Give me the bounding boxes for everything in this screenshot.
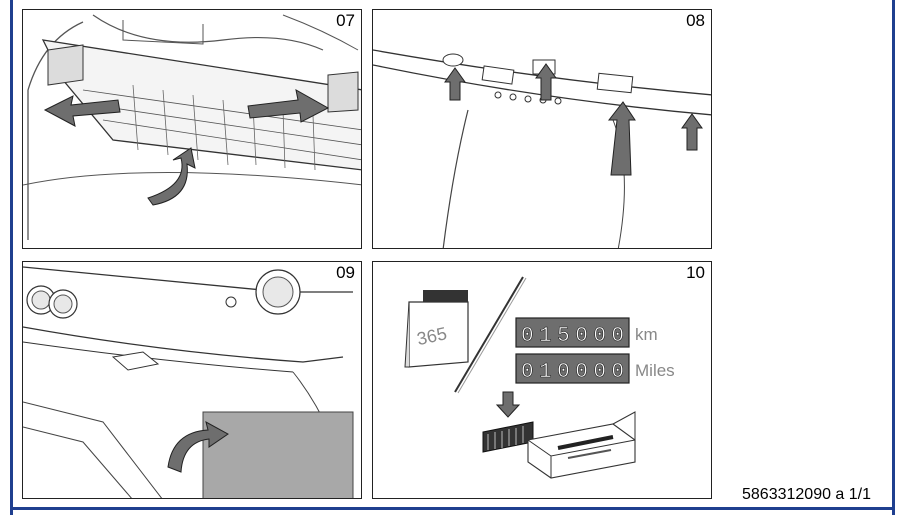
filter-element [482,421,534,453]
arrow-up-icon [681,113,703,151]
unit-miles-label: Miles [635,361,675,380]
odometer-km-display [515,317,630,348]
frame-left-border [10,0,13,515]
filter-slot [202,411,354,498]
arrow-up-icon [535,63,557,101]
arrow-up-large-icon [607,101,636,176]
curved-arrow-icon [147,147,196,206]
frame-right-border [892,0,895,515]
step-number: 09 [334,263,357,282]
frame-bottom-border [10,507,895,510]
panel-step-07: 07 [22,9,362,249]
document-number: 5863312090 a 1/1 [742,486,872,503]
arrow-down-icon [495,391,521,418]
panel-step-09: 09 [22,261,362,499]
curved-arrow-icon [167,421,229,473]
unit-km-label: km [635,325,658,344]
odometer-miles-display [515,353,630,384]
step-number: 10 [684,263,707,282]
illustration-remove-cover [23,14,361,240]
arrow-right-icon [247,89,330,123]
arrow-up-icon [444,67,466,101]
step-number: 07 [334,11,357,30]
calendar-binding [423,290,468,302]
illustration-release-clips [373,49,711,248]
arrow-left-icon [43,95,121,127]
illustration-service-interval: 365 015000 km 010000 Miles [404,276,675,479]
divider-slash [454,276,524,393]
illustration-insert-filter [23,266,354,498]
panel-step-08: 08 [372,9,712,249]
panel-step-10: 365 015000 km 010000 Miles 10 [372,261,712,499]
step-number: 08 [684,11,707,30]
